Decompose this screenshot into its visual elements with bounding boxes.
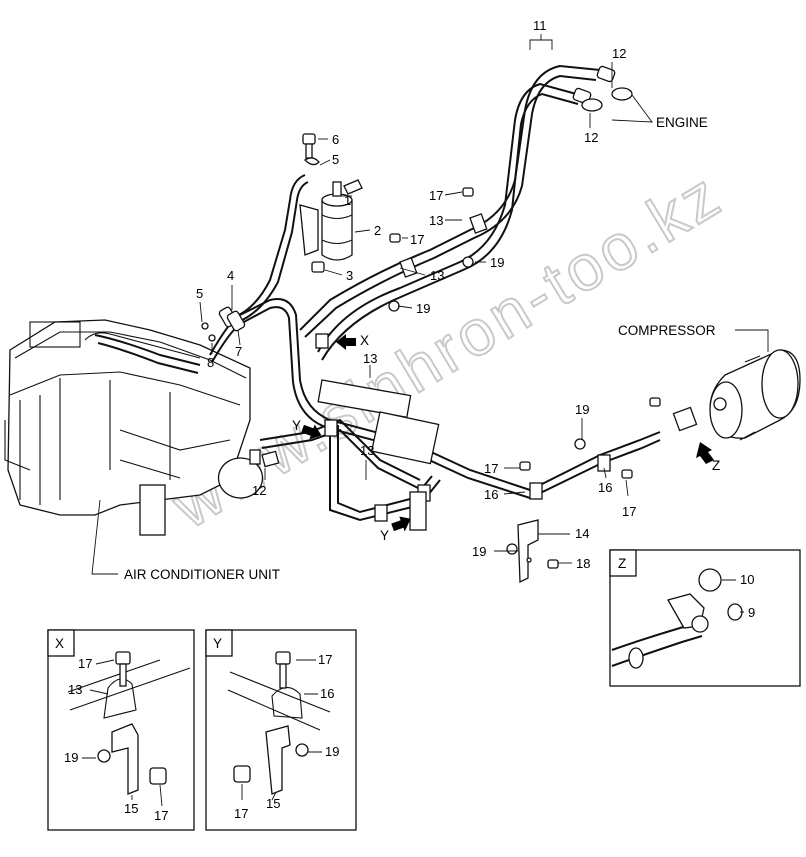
fittings-4-7-8: [201, 306, 246, 342]
o-ring-5-upper: [303, 157, 320, 166]
bolt-6: [302, 133, 316, 159]
detail-y-callout-17-bottom: 17: [234, 806, 248, 821]
pipe-suction-line: [299, 64, 601, 361]
callout-12-top: 12: [612, 46, 626, 61]
receiver-drier: [299, 179, 363, 261]
arrow-z-label: Z: [712, 458, 720, 473]
compressor-label: COMPRESSOR: [618, 323, 716, 338]
callout-19-b: 19: [416, 301, 430, 316]
callout-16-b: 16: [598, 480, 612, 495]
callout-leaders: [199, 34, 629, 564]
callout-19-c: 19: [575, 402, 589, 417]
callout-13-c: 13: [363, 351, 377, 366]
detail-x-callout-17-top: 17: [78, 656, 92, 671]
air-conditioner-unit: [4, 319, 264, 536]
pipe-clamps: [315, 213, 611, 531]
clamp-12-lower: [249, 449, 280, 468]
callout-2: 2: [374, 223, 381, 238]
callout-6: 6: [332, 132, 339, 147]
callout-17-c: 17: [484, 461, 498, 476]
detail-x-callout-19: 19: [64, 750, 78, 765]
arrow-y-lower-icon: [391, 516, 411, 532]
callout-1: 1: [344, 193, 351, 208]
callout-19-a: 19: [490, 255, 504, 270]
callout-7: 7: [235, 344, 242, 359]
callout-17-d: 17: [622, 504, 636, 519]
callout-4: 4: [227, 268, 234, 283]
arrow-z-icon: [696, 442, 714, 464]
detail-x-callout-13: 13: [68, 682, 82, 697]
detail-x-callout-17-bottom: 17: [154, 808, 168, 823]
view-arrows: [301, 334, 714, 532]
arrow-x-icon: [336, 334, 356, 350]
bracket-14: [517, 519, 539, 584]
engine-leader: [611, 94, 653, 123]
detail-y-view: Y 17 16 19 17 15: [205, 629, 357, 831]
arrow-x-label: X: [360, 333, 369, 348]
callout-12-low: 12: [252, 483, 266, 498]
detail-y-callout-17-top: 17: [318, 652, 332, 667]
callout-16-a: 16: [484, 487, 498, 502]
compressor-leader: [735, 329, 769, 352]
arrow-y-upper-icon: [301, 424, 322, 440]
callout-17-a: 17: [429, 188, 443, 203]
callout-18: 18: [576, 556, 590, 571]
callout-13-a: 13: [429, 213, 443, 228]
callout-numbers: 11 12 12 6 5 1 2 3 4 5 8 7 17 13 17 13 1…: [196, 18, 636, 571]
engine-label: ENGINE: [656, 115, 708, 130]
arrow-y-upper-label: Y: [292, 418, 301, 433]
ac-unit-label: AIR CONDITIONER UNIT: [124, 567, 280, 582]
detail-z-callout-9: 9: [748, 605, 755, 620]
detail-x-tag: X: [55, 636, 64, 651]
callout-19-d: 19: [472, 544, 486, 559]
detail-y-callout-19: 19: [325, 744, 339, 759]
compressor: [672, 349, 801, 441]
detail-y-callout-15: 15: [266, 796, 280, 811]
ac-unit-leader: [91, 499, 118, 575]
bolt-3: [311, 261, 325, 273]
engine-hose-ends: [572, 65, 633, 112]
callout-13-d: 13: [360, 443, 374, 458]
small-bolts: [388, 187, 661, 569]
detail-y-tag: Y: [213, 636, 222, 651]
detail-x-callout-15: 15: [124, 801, 138, 816]
detail-z-callout-10: 10: [740, 572, 754, 587]
callout-8: 8: [207, 355, 214, 370]
callout-13-b: 13: [430, 268, 444, 283]
callout-5-upper: 5: [332, 152, 339, 167]
callout-5-lower: 5: [196, 286, 203, 301]
arrow-y-lower-label: Y: [380, 528, 389, 543]
callout-3: 3: [346, 268, 353, 283]
callout-17-b: 17: [410, 232, 424, 247]
detail-y-callout-16: 16: [320, 686, 334, 701]
detail-x-view: X 17 13 19 15 17: [47, 629, 195, 831]
callout-14: 14: [575, 526, 589, 541]
detail-z-view: Z 10 9: [609, 549, 801, 687]
detail-z-tag: Z: [618, 556, 626, 571]
callout-11: 11: [533, 18, 547, 33]
callout-12-mid: 12: [584, 130, 598, 145]
